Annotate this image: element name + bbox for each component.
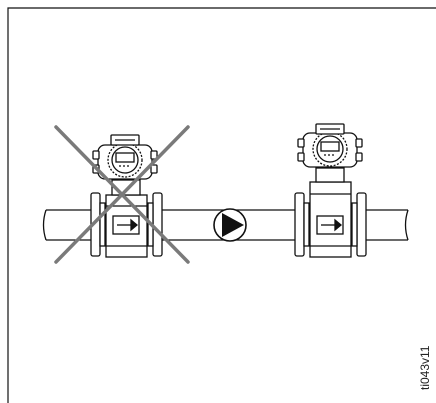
flowmeter-incorrect <box>90 134 163 258</box>
flange-right-hub <box>351 202 358 247</box>
display-window <box>320 141 340 152</box>
flow-direction-icon <box>213 208 247 242</box>
flange-right <box>152 192 163 257</box>
display-window <box>115 152 135 163</box>
right-arrow-icon <box>321 218 343 232</box>
incorrect-cross <box>54 125 190 264</box>
transmitter-housing <box>92 134 158 180</box>
figure-frame <box>7 7 436 403</box>
transmitter-neck <box>315 167 345 183</box>
flange-left-hub <box>303 202 310 247</box>
flange-right <box>356 192 367 257</box>
figure-id-label: ti043v11 <box>418 345 432 390</box>
right-arrow-icon <box>117 218 139 232</box>
flange-left <box>294 192 305 257</box>
flowmeter-correct <box>294 123 367 258</box>
transmitter-housing <box>297 123 363 168</box>
flange-left-hub <box>99 202 106 247</box>
